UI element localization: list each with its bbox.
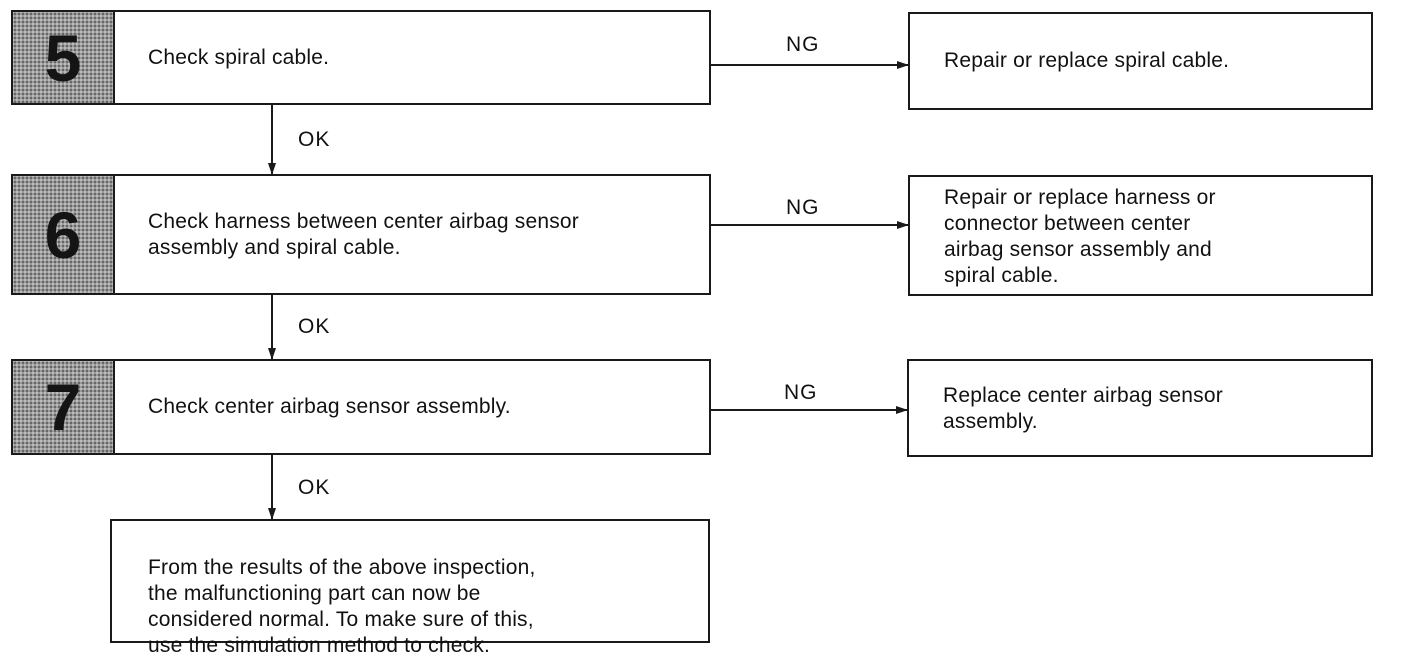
step-text-5-content: Check spiral cable. — [148, 45, 330, 69]
ng-label-step-6: NG — [786, 196, 820, 219]
step-number-5: 5 — [13, 12, 115, 103]
step-box-5: 5 Check spiral cable. — [11, 10, 711, 105]
step-text-6: Check harness between center airbag sens… — [148, 176, 695, 293]
step-box-6: 6 Check harness between center airbag se… — [11, 174, 711, 295]
ok-label-step-6: OK — [298, 315, 331, 338]
final-result-text: From the results of the above inspection… — [148, 556, 536, 657]
ok-label-step-5: OK — [298, 128, 331, 151]
step-text-6-content: Check harness between center airbag sens… — [148, 209, 579, 259]
final-result-box: From the results of the above inspection… — [110, 519, 710, 657]
ng-result-text-7: Replace center airbag sensor assembly. — [943, 384, 1223, 433]
ng-label-step-7: NG — [784, 381, 818, 404]
ng-result-box-5: Repair or replace spiral cable. — [908, 12, 1373, 110]
ng-result-box-7: Replace center airbag sensor assembly. — [907, 359, 1373, 457]
step-text-5: Check spiral cable. — [148, 12, 695, 103]
ng-result-text-5: Repair or replace spiral cable. — [944, 49, 1230, 72]
step-number-6: 6 — [13, 176, 115, 293]
step-number-7: 7 — [13, 361, 115, 453]
ok-label-step-7: OK — [298, 476, 331, 499]
ng-label-step-5: NG — [786, 33, 820, 56]
ng-result-text-6: Repair or replace harness or connector b… — [944, 186, 1216, 287]
step-text-7-content: Check center airbag sensor assembly. — [148, 395, 511, 418]
step-box-7: 7 Check center airbag sensor assembly. — [11, 359, 711, 455]
ng-result-box-6: Repair or replace harness or connector b… — [908, 175, 1373, 296]
step-text-7: Check center airbag sensor assembly. — [148, 361, 695, 453]
